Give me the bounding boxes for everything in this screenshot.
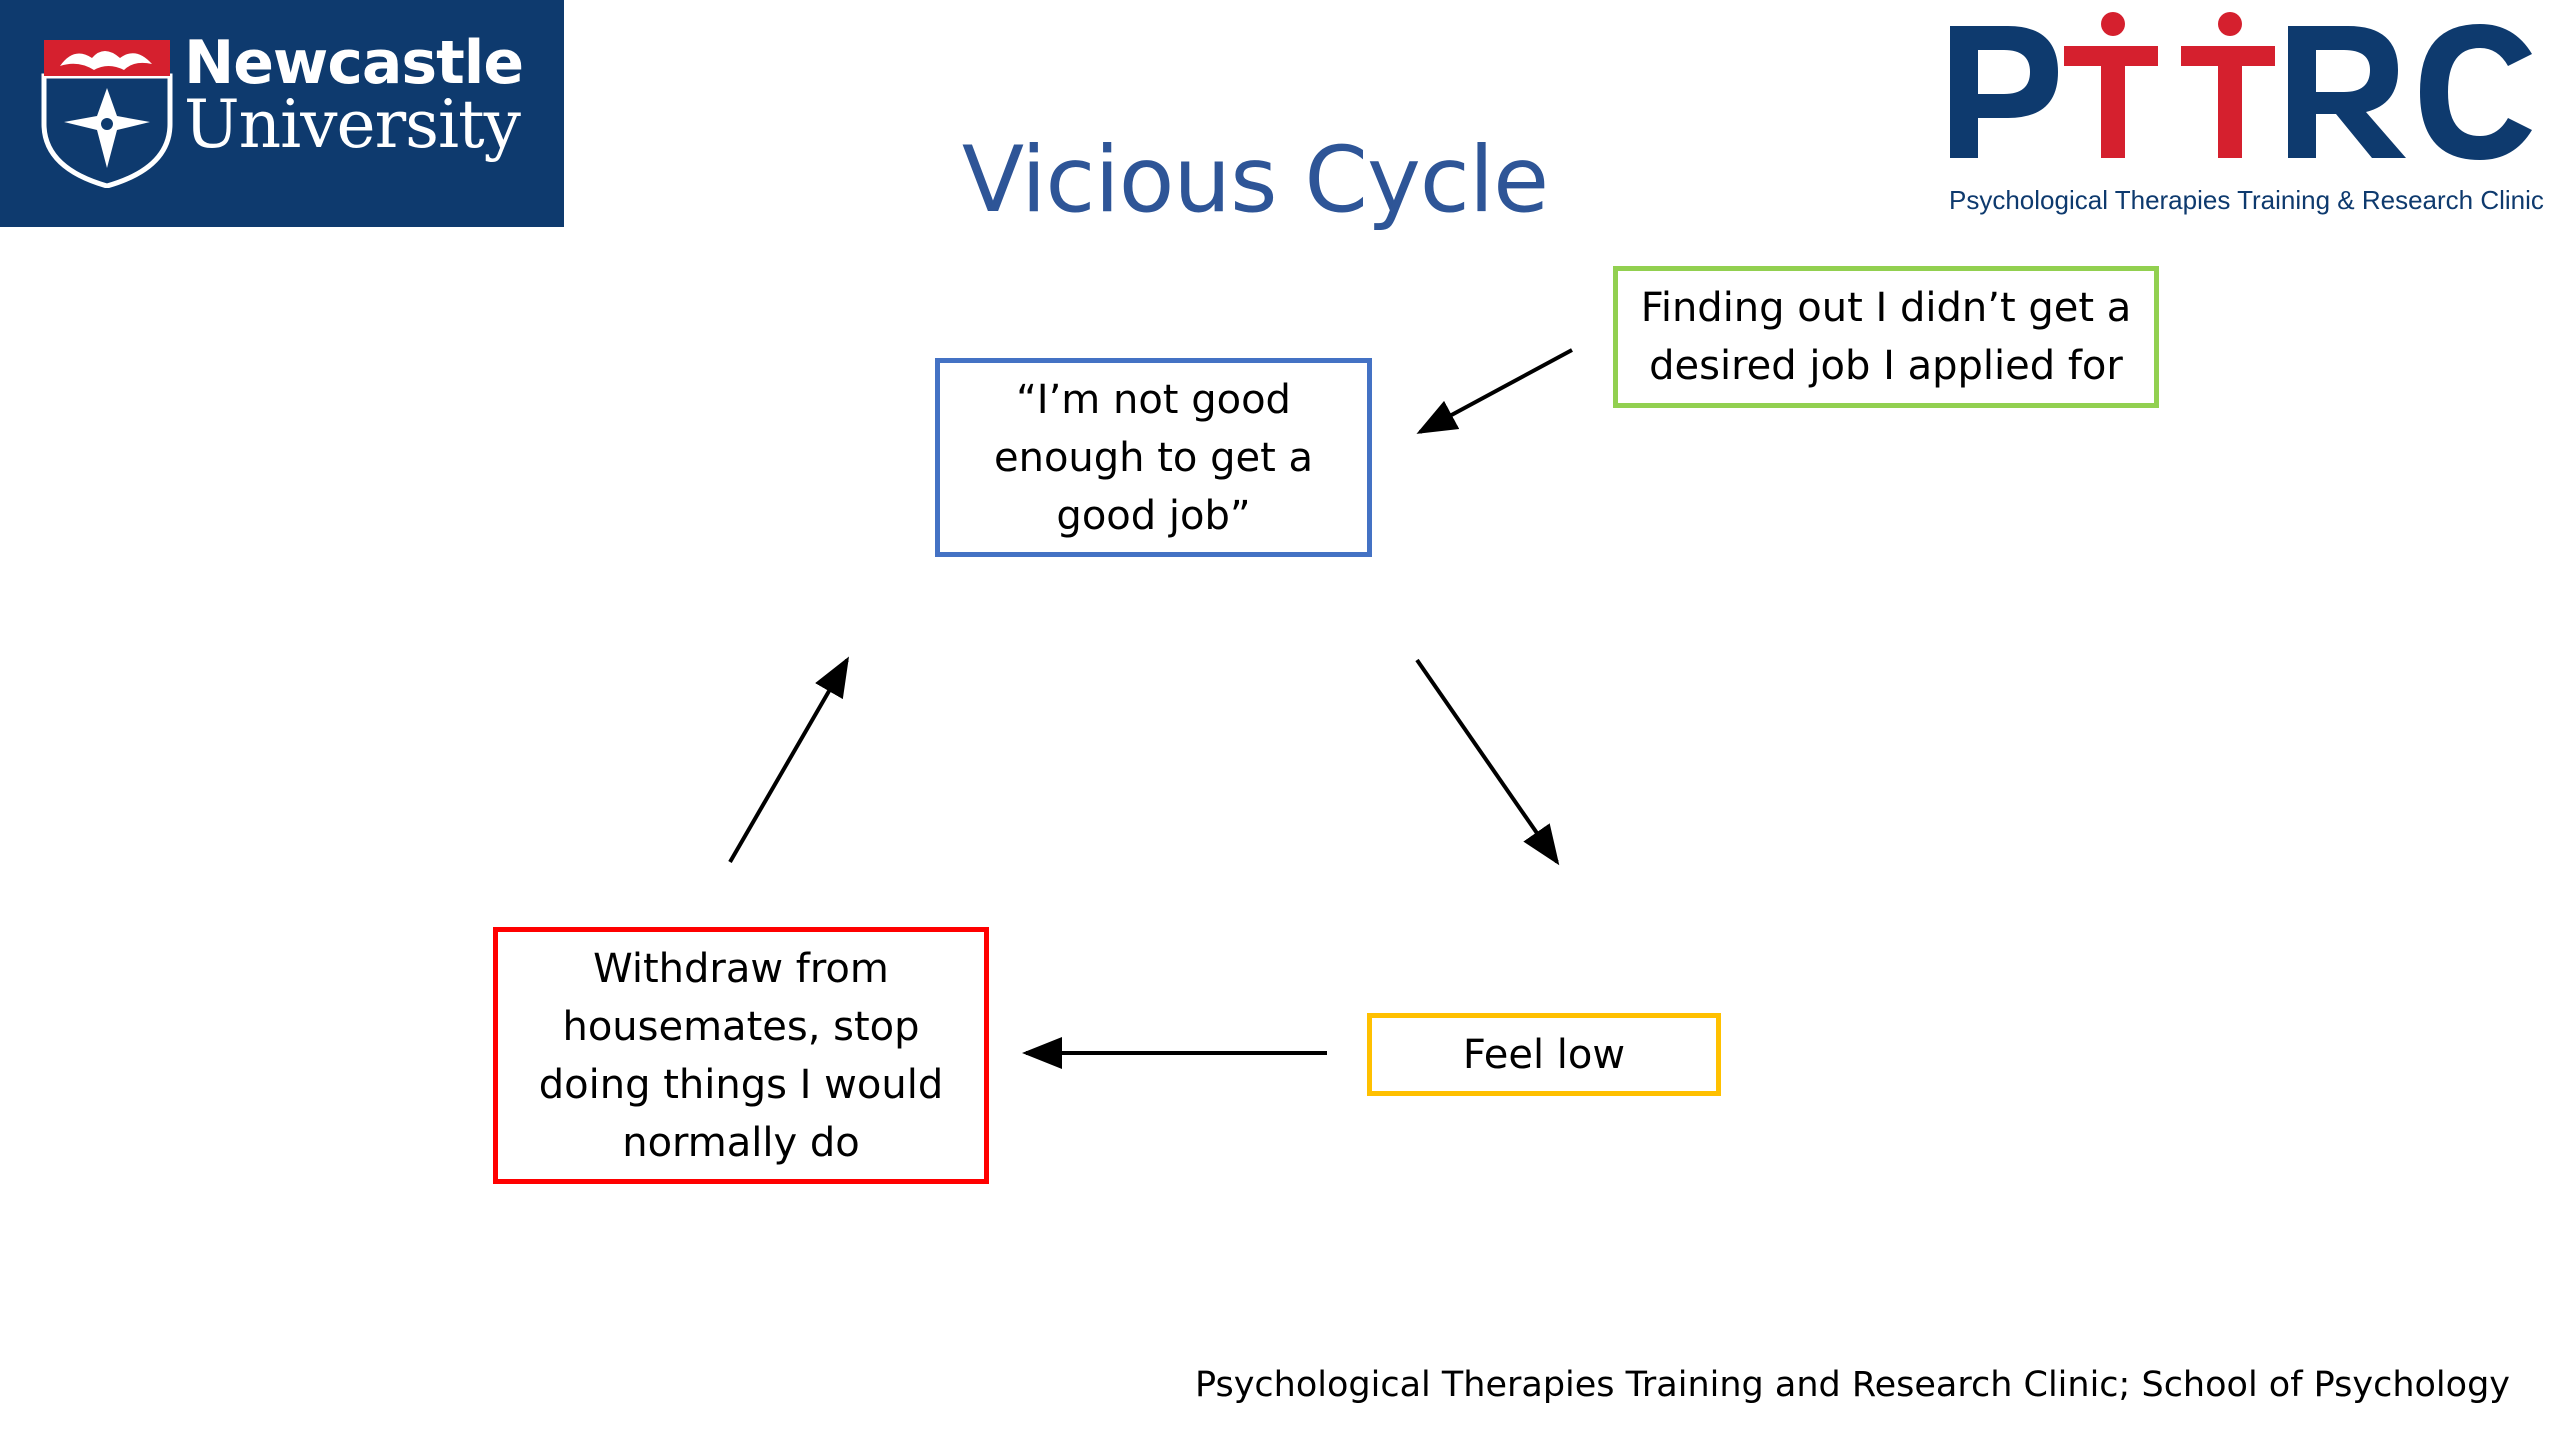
pttrc-logo: Psychological Therapies Training & Resea… — [1940, 8, 2544, 238]
arrow-trigger-to-thought — [1416, 348, 1573, 434]
arrow-thought-to-feeling — [1415, 658, 1560, 866]
slide-footer: Psychological Therapies Training and Res… — [1194, 1365, 2510, 1405]
pttrc-subtitle: Psychological Therapies Training & Resea… — [1949, 185, 2544, 215]
pttrc-wordmark-icon — [1950, 12, 2532, 160]
newcastle-university-logo: Newcastle University — [0, 0, 564, 227]
trigger-text: Finding out I didn’t get a desired job I… — [1640, 285, 2132, 389]
behaviour-box: Withdraw from housemates, stop doing thi… — [493, 927, 989, 1184]
behaviour-text: Withdraw from housemates, stop doing thi… — [538, 945, 944, 1166]
university-name-line1: Newcastle — [184, 28, 524, 98]
thought-text: “I’m not good enough to get a good job” — [993, 376, 1314, 539]
slide-title: Vicious Cycle — [961, 128, 1549, 233]
shield-crest-icon — [41, 40, 173, 188]
arrow-behaviour-to-thought — [728, 656, 850, 864]
feeling-box: Feel low — [1367, 1013, 1721, 1096]
feeling-text: Feel low — [1462, 1031, 1626, 1078]
thought-box: “I’m not good enough to get a good job” — [935, 358, 1372, 557]
trigger-box: Finding out I didn’t get a desired job I… — [1613, 266, 2159, 408]
university-name-line2: University — [184, 86, 521, 163]
